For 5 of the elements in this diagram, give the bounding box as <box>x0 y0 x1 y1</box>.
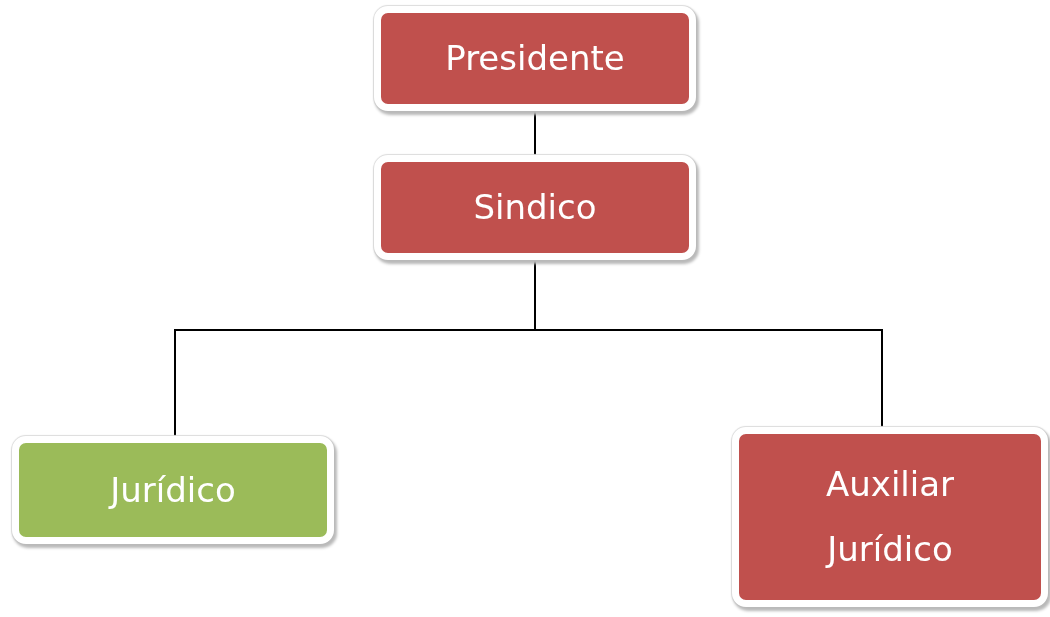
box-label: Sindico <box>472 186 598 230</box>
box-label: Jurídico <box>107 468 237 512</box>
box-label: Auxiliar Jurídico <box>824 463 956 571</box>
box-label: Presidente <box>444 37 626 81</box>
connector-line <box>534 110 536 156</box>
